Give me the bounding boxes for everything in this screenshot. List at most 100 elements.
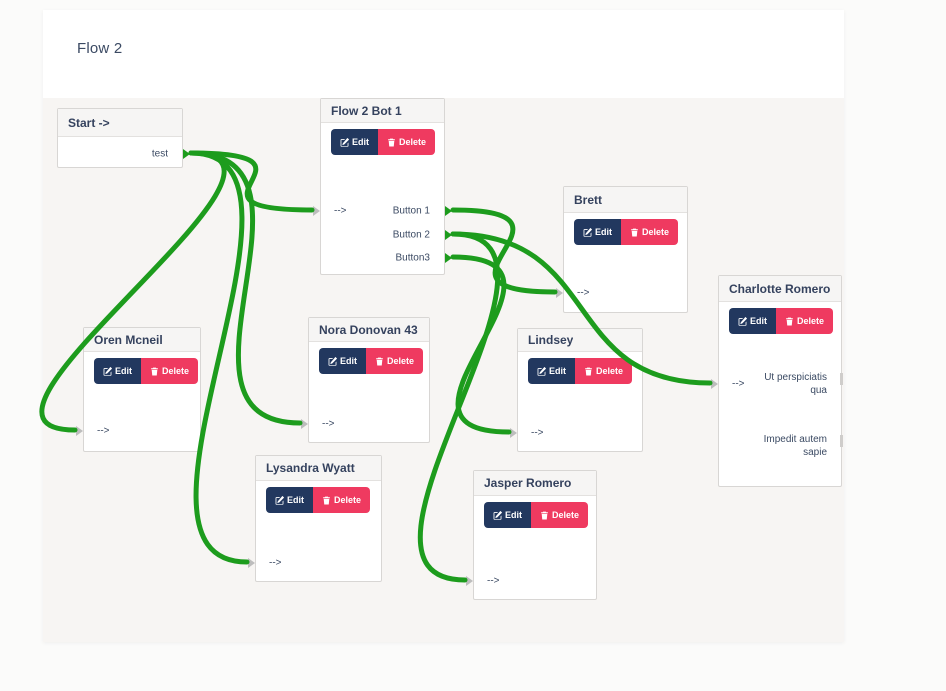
input-port-label: --> — [487, 575, 500, 587]
flow-node-start[interactable]: Start -> test — [57, 108, 190, 168]
flow-edge-flow2bot1-lindsey[interactable] — [450, 254, 512, 435]
flow-edge-start-lysandra[interactable] — [188, 150, 250, 565]
node-header[interactable]: Charlotte Romero — [719, 276, 841, 302]
node-header[interactable]: Lysandra Wyatt — [256, 456, 381, 481]
delete-button-label: Delete — [399, 137, 427, 147]
input-connector[interactable] — [510, 428, 517, 438]
trash-icon — [540, 511, 549, 520]
delete-button[interactable]: Delete — [141, 358, 199, 384]
edit-button-label: Edit — [595, 227, 612, 237]
input-port-label: --> — [97, 425, 110, 437]
delete-button[interactable]: Delete — [621, 219, 679, 245]
edit-icon — [328, 356, 337, 366]
edit-button-label: Edit — [750, 316, 767, 326]
node-buttons: Edit Delete — [319, 348, 424, 374]
edit-button[interactable]: Edit — [574, 219, 621, 245]
trash-icon — [584, 367, 593, 376]
input-connector[interactable] — [556, 288, 563, 298]
input-port-label: --> — [531, 427, 544, 439]
edit-button-label: Edit — [340, 356, 357, 366]
node-title: Lysandra Wyatt — [266, 461, 355, 475]
trash-icon — [375, 357, 384, 366]
flow-node-lysandra[interactable]: Lysandra Wyatt Edit Delete --> — [248, 455, 382, 582]
delete-button[interactable]: Delete — [575, 358, 633, 384]
node-header[interactable]: Flow 2 Bot 1 — [321, 99, 444, 123]
edit-icon — [583, 227, 592, 237]
flow-node-lindsey[interactable]: Lindsey Edit Delete --> — [510, 328, 643, 452]
edit-button[interactable]: Edit — [729, 308, 776, 334]
node-title: Flow 2 Bot 1 — [331, 103, 402, 118]
node-header[interactable]: Nora Donovan 43 — [309, 318, 429, 342]
input-connector[interactable] — [313, 206, 320, 216]
delete-button-label: Delete — [596, 366, 624, 376]
node-title: Start -> — [68, 115, 110, 130]
input-connector[interactable] — [76, 426, 83, 436]
edit-icon — [537, 366, 546, 376]
edit-button[interactable]: Edit — [484, 502, 531, 528]
delete-button[interactable]: Delete — [378, 129, 436, 155]
flow-node-brett[interactable]: Brett Edit Delete --> — [556, 186, 688, 313]
node-header[interactable]: Start -> — [58, 109, 182, 137]
flow-edge-start-flow2bot1[interactable] — [188, 150, 315, 213]
output-connector[interactable] — [840, 435, 843, 447]
input-connector[interactable] — [711, 379, 718, 389]
input-port-label: --> — [322, 418, 335, 430]
output-connector[interactable] — [183, 149, 190, 159]
node-title: Nora Donovan 43 — [319, 322, 418, 337]
input-connector[interactable] — [466, 576, 473, 586]
output-port-label: Impedit autem sapie — [763, 434, 827, 458]
delete-button[interactable]: Delete — [313, 487, 371, 513]
edit-button-label: Edit — [549, 366, 566, 376]
node-buttons: Edit Delete — [484, 502, 589, 528]
node-header[interactable]: Lindsey — [518, 329, 642, 352]
flow-edge-flow2bot1-charlotte[interactable] — [450, 231, 713, 386]
edit-icon — [738, 316, 747, 326]
edit-button[interactable]: Edit — [528, 358, 575, 384]
output-connector[interactable] — [445, 230, 452, 240]
flow-edge-flow2bot1-brett[interactable] — [450, 207, 558, 295]
trash-icon — [630, 228, 639, 237]
node-header[interactable]: Oren Mcneil — [84, 328, 200, 352]
flow-node-jasper[interactable]: Jasper Romero Edit Delete --> — [466, 470, 597, 600]
output-connector[interactable] — [840, 373, 843, 385]
flow-edge-start-oren[interactable] — [39, 150, 227, 433]
edit-icon — [275, 495, 284, 505]
input-connector[interactable] — [248, 558, 255, 568]
flow-header: Flow 2 — [43, 10, 844, 98]
node-buttons: Edit Delete — [331, 129, 436, 155]
edit-button[interactable]: Edit — [94, 358, 141, 384]
delete-button[interactable]: Delete — [776, 308, 834, 334]
node-header[interactable]: Brett — [564, 187, 687, 213]
delete-button-label: Delete — [552, 510, 580, 520]
node-buttons: Edit Delete — [94, 358, 199, 384]
delete-button[interactable]: Delete — [366, 348, 424, 374]
trash-icon — [150, 367, 159, 376]
node-title: Oren Mcneil — [94, 332, 163, 347]
node-buttons: Edit Delete — [574, 219, 679, 245]
flow-node-nora[interactable]: Nora Donovan 43 Edit Delete --> — [301, 317, 430, 443]
output-connector[interactable] — [445, 253, 452, 263]
node-header[interactable]: Jasper Romero — [474, 471, 596, 496]
trash-icon — [322, 496, 331, 505]
node-buttons: Edit Delete — [729, 308, 834, 334]
delete-button-label: Delete — [642, 227, 670, 237]
node-title: Brett — [574, 192, 603, 207]
edit-button[interactable]: Edit — [319, 348, 366, 374]
delete-button[interactable]: Delete — [531, 502, 589, 528]
input-port-label: --> — [577, 287, 590, 299]
edit-button[interactable]: Edit — [266, 487, 313, 513]
delete-button-label: Delete — [334, 495, 362, 505]
flow-node-charlotte[interactable]: Charlotte Romero Edit Delete -->Ut persp… — [711, 275, 843, 487]
input-connector[interactable] — [301, 419, 308, 429]
edit-button-label: Edit — [352, 137, 369, 147]
delete-button-label: Delete — [387, 356, 415, 366]
input-port-label: --> — [334, 205, 347, 217]
edit-icon — [340, 137, 349, 147]
edit-button[interactable]: Edit — [331, 129, 378, 155]
output-connector[interactable] — [445, 206, 452, 216]
flow-edge-start-nora[interactable] — [188, 150, 303, 426]
flow-node-oren[interactable]: Oren Mcneil Edit Delete --> — [76, 327, 201, 452]
